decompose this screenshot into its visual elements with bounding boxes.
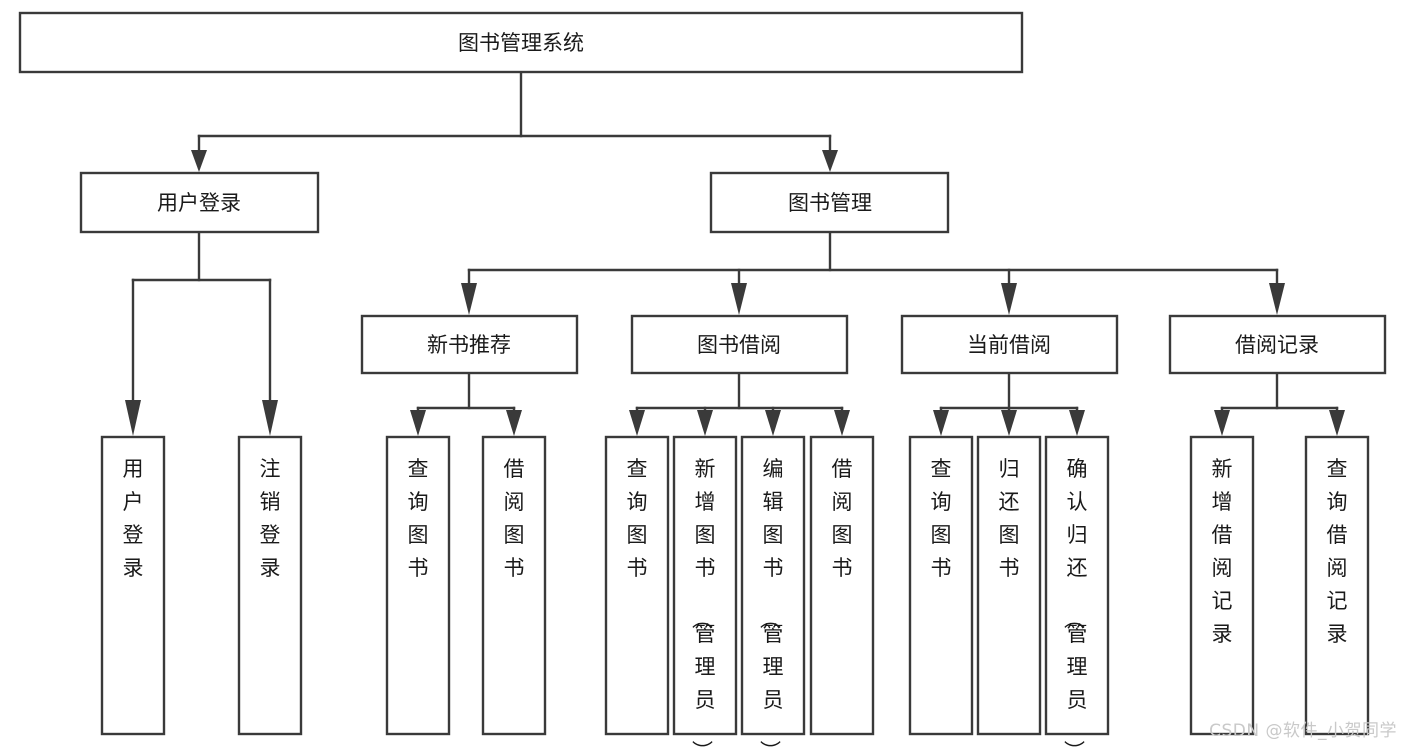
arrowhead-borrow: [731, 283, 747, 315]
node-leaf13-label: 查询借阅记录: [1327, 457, 1348, 646]
arrowhead-current: [1001, 283, 1017, 315]
arrowhead-leaf9: [933, 410, 949, 436]
node-leaf6-label: 新增图书（管理员）: [690, 457, 716, 747]
node-leaf10[interactable]: 归还图书: [976, 435, 1042, 736]
node-borrow[interactable]: 图书借阅: [630, 314, 849, 375]
arrowhead-leaf11: [1069, 410, 1085, 436]
node-leaf7-box[interactable]: [740, 435, 806, 736]
node-newbook[interactable]: 新书推荐: [360, 314, 579, 375]
arrowhead-leaf6: [697, 410, 713, 436]
arrowhead-leaf7: [765, 410, 781, 436]
arrowhead-bookmgmt: [822, 150, 838, 172]
node-newbook-box[interactable]: [360, 314, 579, 375]
arrowhead-leaf8: [834, 410, 850, 436]
node-leaf5-box[interactable]: [604, 435, 670, 736]
node-root[interactable]: 图书管理系统: [18, 11, 1024, 74]
arrowhead-leaf5: [629, 410, 645, 436]
node-leaf5-label: 查询图书: [627, 457, 648, 580]
node-leaf12-box[interactable]: [1189, 435, 1255, 736]
node-leaf3-box[interactable]: [385, 435, 451, 736]
node-borrow-box[interactable]: [630, 314, 849, 375]
arrowhead-records: [1269, 283, 1285, 315]
node-leaf8-box[interactable]: [809, 435, 875, 736]
node-leaf2-box[interactable]: [237, 435, 303, 736]
node-bookmgmt-box[interactable]: [709, 171, 950, 234]
node-newbook-label: 新书推荐: [427, 333, 511, 357]
node-leaf11-box[interactable]: [1044, 435, 1110, 736]
arrowhead-leaf13: [1329, 410, 1345, 436]
node-current-label: 当前借阅: [967, 333, 1051, 357]
arrowhead-newbook: [461, 283, 477, 315]
node-leaf9-label: 查询图书: [931, 457, 952, 580]
node-leaf12-label: 新增借阅记录: [1212, 457, 1233, 646]
arrowhead-login: [191, 150, 207, 172]
node-records-label: 借阅记录: [1235, 333, 1319, 357]
node-leaf13[interactable]: 查询借阅记录: [1304, 435, 1370, 736]
node-leaf3-label: 查询图书: [408, 457, 429, 580]
node-leaf1[interactable]: 用户登录: [100, 435, 166, 736]
node-login-label: 用户登录: [157, 191, 241, 215]
node-leaf4-box[interactable]: [481, 435, 547, 736]
arrowhead-leaf10: [1001, 410, 1017, 436]
arrowhead-leaf2: [262, 400, 278, 436]
node-leaf12[interactable]: 新增借阅记录: [1189, 435, 1255, 736]
arrowhead-leaf1: [125, 400, 141, 436]
node-leaf5[interactable]: 查询图书: [604, 435, 670, 736]
arrowhead-leaf3: [410, 410, 426, 436]
arrowhead-leaf4: [506, 410, 522, 436]
node-login-box[interactable]: [79, 171, 320, 234]
node-current-box[interactable]: [900, 314, 1119, 375]
node-leaf13-box[interactable]: [1304, 435, 1370, 736]
node-leaf1-label: 用户登录: [123, 457, 144, 580]
connector-layer: [125, 71, 1345, 436]
node-records-box[interactable]: [1168, 314, 1387, 375]
node-leaf4[interactable]: 借阅图书: [481, 435, 547, 736]
node-leaf1-box[interactable]: [100, 435, 166, 736]
node-leaf11[interactable]: 确认归还（管理员）: [1044, 435, 1110, 747]
node-current[interactable]: 当前借阅: [900, 314, 1119, 375]
node-login[interactable]: 用户登录: [79, 171, 320, 234]
node-leaf2[interactable]: 注销登录: [237, 435, 303, 736]
node-borrow-label: 图书借阅: [697, 333, 781, 357]
node-leaf10-label: 归还图书: [999, 457, 1020, 580]
node-bookmgmt[interactable]: 图书管理: [709, 171, 950, 234]
node-leaf7[interactable]: 编辑图书（管理员）: [740, 435, 806, 747]
node-leaf7-label: 编辑图书（管理员）: [758, 457, 784, 747]
node-leaf6[interactable]: 新增图书（管理员）: [672, 435, 738, 747]
node-leaf8[interactable]: 借阅图书: [809, 435, 875, 736]
node-leaf4-label: 借阅图书: [504, 457, 525, 580]
node-leaf6-box[interactable]: [672, 435, 738, 736]
node-leaf2-label: 注销登录: [260, 457, 281, 580]
node-bookmgmt-label: 图书管理: [788, 191, 872, 215]
node-root-box[interactable]: [18, 11, 1024, 74]
node-leaf8-label: 借阅图书: [832, 457, 853, 580]
node-leaf11-label: 确认归还（管理员）: [1062, 457, 1088, 747]
arrowhead-leaf12: [1214, 410, 1230, 436]
node-records[interactable]: 借阅记录: [1168, 314, 1387, 375]
node-leaf9[interactable]: 查询图书: [908, 435, 974, 736]
node-leaf10-box[interactable]: [976, 435, 1042, 736]
node-leaf3[interactable]: 查询图书: [385, 435, 451, 736]
node-root-label: 图书管理系统: [458, 31, 584, 55]
node-leaf9-box[interactable]: [908, 435, 974, 736]
